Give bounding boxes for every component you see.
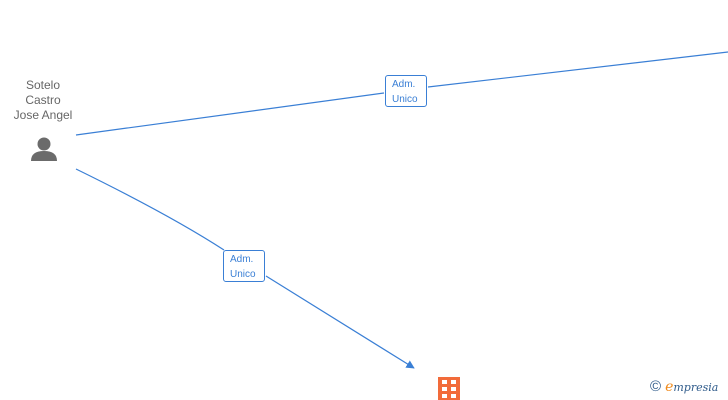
building-icon[interactable] [438, 377, 460, 400]
credit-logo[interactable]: ©empresia [650, 378, 718, 398]
edge-label-line: Unico [230, 269, 256, 280]
edge-label-line: Adm. [392, 79, 416, 90]
edge-line-to-right [75, 51, 728, 136]
copyright-symbol: © [650, 378, 662, 395]
person-name-line: Castro [25, 93, 61, 107]
person-name[interactable]: Sotelo Castro Jose Angel [0, 78, 86, 123]
edge-line-to-company [75, 168, 414, 368]
edge-label-line: Adm. [230, 254, 254, 265]
edge-label-adm-unico[interactable]: Adm. Unico [385, 75, 427, 107]
brand-logo-initial: e [665, 379, 674, 395]
person-name-line: Sotelo [25, 78, 61, 92]
edge-label-line: Unico [392, 94, 418, 105]
person-icon[interactable] [31, 137, 57, 162]
brand-logo-text: mpresia [673, 381, 719, 394]
person-name-line: Jose Angel [13, 108, 73, 122]
edge-label-adm-unico[interactable]: Adm. Unico [223, 250, 265, 282]
